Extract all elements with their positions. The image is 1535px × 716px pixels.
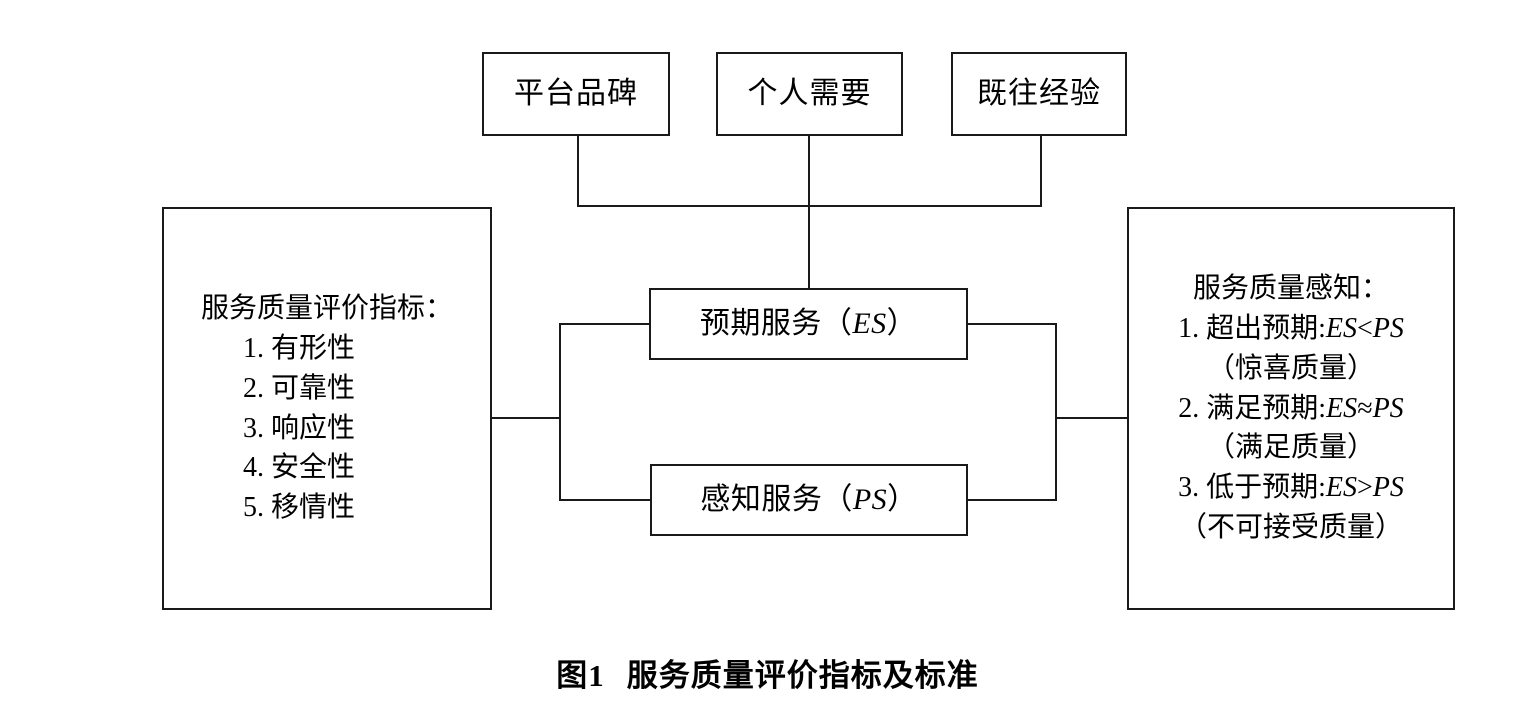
panel-item-3: 3. 响应性 [242,412,355,444]
panel-item-1: 1. 超出预期:ES<PS [1178,313,1404,345]
mid-box-label: 感知服务（PS） [700,482,918,516]
connector-left-bus [559,323,561,501]
connector-perceived-service-to-right-bus [966,499,1057,501]
connector-bus-to-expected-service [808,205,810,290]
connector-top-box-3-stub [1040,135,1042,206]
connector-left-bus-to-expected-service [559,323,651,325]
top-box-past-experience: 既往经验 [951,52,1127,136]
panel-content: 服务质量评价指标： 1. 有形性 2. 可靠性 3. 响应性 4. 安全性 5.… [201,289,453,528]
panel-service-quality-perception: 服务质量感知： 1. 超出预期:ES<PS （惊喜质量） 2. 满足预期:ES≈… [1127,207,1455,610]
panel-item-1-note: （惊喜质量） [1206,352,1375,384]
panel-item-3-note: （不可接受质量） [1178,511,1403,543]
connector-expected-service-to-right-bus [966,323,1057,325]
panel-item-2: 2. 满足预期:ES≈PS [1178,392,1404,424]
connector-left-bus-to-perceived-service [559,499,652,501]
top-box-label: 个人需要 [747,76,872,110]
connector-left-panel-arm [492,417,560,419]
panel-item-2: 2. 可靠性 [242,372,355,404]
mid-box-perceived-service: 感知服务（PS） [650,464,968,536]
panel-item-5: 5. 移情性 [242,492,355,523]
connector-top-box-1-stub [577,135,579,206]
panel-title: 服务质量评价指标： [200,293,453,325]
panel-item-2-note: （满足质量） [1206,432,1375,464]
panel-content: 服务质量感知： 1. 超出预期:ES<PS （惊喜质量） 2. 满足预期:ES≈… [1178,269,1404,547]
figure-caption-title: 服务质量评价指标及标准 [626,658,979,693]
top-box-platform-reputation: 平台品碑 [482,52,670,136]
figure-caption: 图1 服务质量评价指标及标准 [0,650,1535,695]
top-box-label: 既往经验 [977,76,1101,110]
connector-right-panel-arm [1055,417,1129,419]
connector-right-bus [1055,323,1057,501]
mid-box-label: 预期服务（ES） [699,306,918,340]
figure-caption-number: 图1 [556,658,605,693]
panel-service-quality-indicators: 服务质量评价指标： 1. 有形性 2. 可靠性 3. 响应性 4. 安全性 5.… [162,207,492,610]
connector-top-box-2-stub [808,135,810,206]
panel-item-1: 1. 有形性 [242,333,355,364]
top-box-personal-needs: 个人需要 [716,52,903,136]
mid-box-expected-service: 预期服务（ES） [649,288,968,360]
panel-item-4: 4. 安全性 [242,452,355,484]
panel-item-3: 3. 低于预期:ES>PS [1178,472,1404,504]
panel-title: 服务质量感知： [1192,273,1389,305]
top-box-label: 平台品碑 [514,76,638,110]
